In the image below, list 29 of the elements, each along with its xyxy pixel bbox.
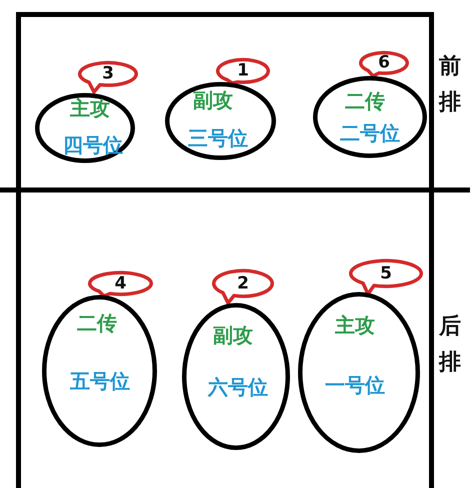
player-ellipse (313, 76, 427, 158)
callout-number: 3 (102, 64, 114, 84)
row-label: 前排 (439, 53, 461, 118)
player-role: 二传 (77, 312, 117, 334)
court-position: 四号位 (63, 134, 123, 156)
court-position: 一号位 (325, 374, 385, 396)
callout-number: 5 (380, 264, 392, 283)
callout-number: 6 (378, 54, 390, 72)
court-position: 三号位 (188, 127, 248, 149)
court-position: 六号位 (208, 376, 268, 398)
callout-number: 2 (237, 274, 249, 293)
player-ellipse (35, 93, 135, 163)
player-ellipse (165, 82, 276, 160)
player-ellipse (182, 303, 290, 450)
player-role: 二传 (345, 90, 385, 112)
court-position: 二号位 (340, 122, 400, 144)
player-role: 副攻 (213, 324, 253, 346)
row-label: 后排 (439, 313, 461, 378)
callout-number: 4 (114, 274, 126, 293)
callout-bubble (216, 58, 270, 87)
player-role: 主攻 (70, 97, 110, 119)
callout-bubble (212, 269, 274, 307)
callout-number: 1 (237, 62, 249, 80)
callout-bubble (78, 61, 138, 96)
player-ellipse (298, 292, 420, 453)
court-position: 五号位 (70, 370, 130, 392)
player-role: 主攻 (335, 314, 375, 336)
player-ellipse (42, 295, 157, 447)
player-role: 副攻 (193, 89, 233, 111)
